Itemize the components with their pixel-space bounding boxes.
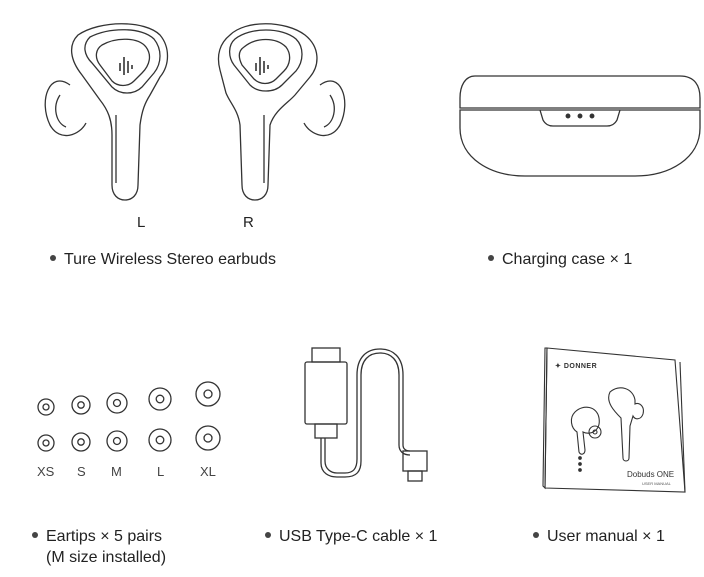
earbuds-illustration: [30, 15, 360, 210]
case-caption: Charging case × 1: [488, 251, 632, 269]
eartips-caption: Eartips × 5 pairs: [32, 528, 162, 546]
eartips-caption-line2: (M size installed): [46, 549, 167, 566]
bullet-icon: [265, 531, 271, 538]
eartip-label-m: M: [111, 464, 122, 479]
manual-product: Dobuds ONE: [627, 470, 675, 479]
bullet-icon: [50, 254, 56, 261]
left-earbud-icon: [44, 23, 169, 201]
bullet-icon: [32, 531, 38, 538]
charging-case-illustration: [455, 68, 704, 183]
eartips-illustration: [30, 380, 230, 455]
eartip-label-xs: XS: [37, 464, 55, 479]
left-label: L: [137, 214, 146, 231]
eartip-label-l: L: [157, 464, 165, 479]
manual-caption: User manual × 1: [533, 528, 665, 546]
eartip-label-s: S: [77, 464, 86, 479]
eartip-label-xl: XL: [200, 464, 216, 479]
bullet-icon: [488, 254, 494, 261]
user-manual-illustration: ✦ DONNER Dobuds ONE USER MANUAL: [535, 340, 686, 500]
cable-caption: USB Type-C cable × 1: [265, 528, 437, 546]
usb-cable-illustration: [295, 345, 445, 485]
donner-logo-icon: ✦: [555, 363, 564, 370]
right-earbud-icon: [217, 23, 346, 201]
eartip-m-icon: [106, 392, 128, 414]
bullet-icon: [533, 531, 539, 538]
manual-subtitle: USER MANUAL: [642, 481, 671, 486]
earbuds-caption: Ture Wireless Stereo earbuds: [50, 251, 276, 269]
eartip-xl-icon: [195, 381, 221, 407]
eartip-s-icon: [71, 395, 91, 415]
manual-brand: ✦ DONNER: [555, 363, 598, 370]
right-label: R: [243, 214, 254, 231]
eartip-l-icon: [148, 387, 172, 411]
eartip-xs-icon: [37, 398, 55, 416]
